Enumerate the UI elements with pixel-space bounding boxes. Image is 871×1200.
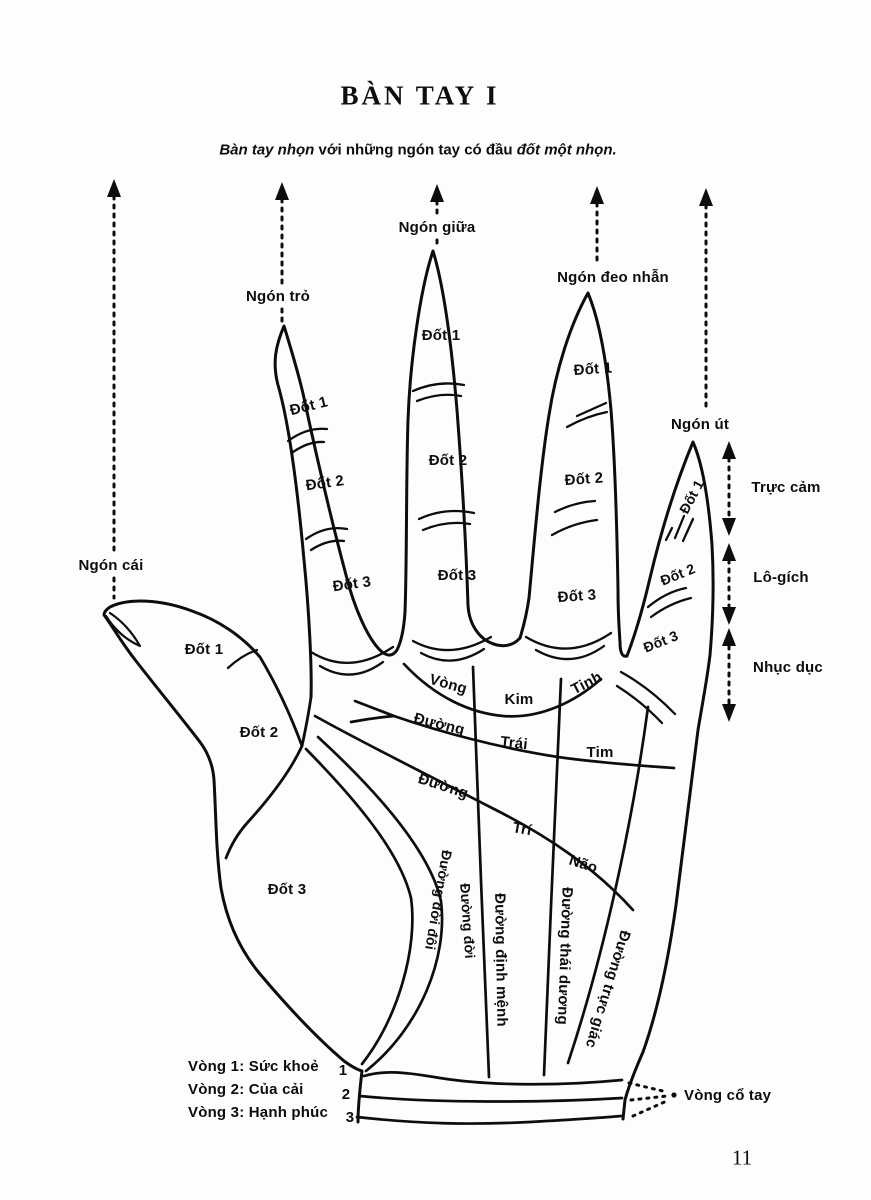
- head-line-word-2: Trí: [511, 819, 533, 840]
- palm-lines: [304, 662, 676, 1125]
- finger-arrows: [112, 194, 708, 600]
- fate-line-label: Đường định mệnh: [491, 893, 511, 1027]
- double-life-line: [304, 747, 414, 1066]
- bracelet-lines: [355, 1071, 624, 1125]
- page-number: 11: [731, 1145, 753, 1170]
- life-line: [316, 735, 444, 1073]
- middle-segment-1: Đốt 1: [421, 326, 461, 344]
- thumb-segment-1: Đốt 1: [184, 640, 224, 658]
- label-zone-logic: Lô-gích: [753, 568, 809, 586]
- heart-line-word-2: Trái: [499, 733, 529, 754]
- label-ring-finger: Ngón đeo nhẫn: [557, 268, 669, 286]
- ring-segment-1: Đốt 1: [573, 359, 613, 380]
- wrist-pointer-dot: [671, 1092, 677, 1098]
- wrist-line-label: Vòng cổ tay: [684, 1086, 772, 1104]
- middle-segment-2: Đốt 2: [428, 451, 468, 469]
- fate-line: [471, 665, 491, 1079]
- ring-segment-3: Đốt 3: [557, 586, 597, 607]
- label-little-finger: Ngón út: [670, 415, 730, 433]
- head-line: [313, 714, 635, 912]
- bracelet-3-number: 3: [345, 1108, 355, 1126]
- intuition-line: [566, 705, 650, 1065]
- finger-creases: [226, 382, 695, 725]
- label-zone-intuition: Trực cảm: [751, 478, 821, 496]
- girdle-of-venus-line: [402, 662, 603, 718]
- thumb-segment-3: Đốt 3: [267, 880, 307, 898]
- page-title: BÀN TAY I: [340, 80, 500, 111]
- label-zone-sensual: Nhục dục: [753, 658, 823, 676]
- sun-line-label: Đường thái dương: [553, 886, 576, 1026]
- heart-line-word-3: Tim: [586, 743, 614, 761]
- label-thumb: Ngón cái: [78, 556, 144, 574]
- figure-caption: Bàn tay nhọn với những ngón tay có đầu đ…: [219, 142, 616, 159]
- legend-row-2-label: Vòng 2: Của cải: [188, 1080, 304, 1098]
- middle-segment-3: Đốt 3: [437, 566, 477, 584]
- label-middle-finger: Ngón giữa: [398, 218, 476, 236]
- hand-outline: [102, 249, 715, 1124]
- zone-arrowheads: [722, 441, 736, 722]
- ring-segment-2: Đốt 2: [564, 469, 604, 490]
- wrist-pointer-dots: [627, 1081, 671, 1118]
- bracelet-1-number: 1: [338, 1061, 348, 1079]
- legend-row-1-label: Vòng 1: Sức khoẻ: [188, 1057, 319, 1075]
- finger-arrowheads: [107, 179, 713, 206]
- caption-part-1: Bàn tay nhọn: [219, 141, 315, 159]
- caption-part-3: đốt một nhọn.: [516, 141, 617, 159]
- legend-row-3-label: Vòng 3: Hạnh phúc: [188, 1103, 329, 1121]
- label-index-finger: Ngón trỏ: [245, 287, 311, 305]
- bracelet-2-number: 2: [341, 1085, 351, 1103]
- thumb-segment-2: Đốt 2: [239, 723, 279, 741]
- caption-part-2: với những ngón tay có đầu: [314, 141, 517, 159]
- sun-line: [542, 677, 563, 1077]
- girdle-word-2: Kim: [504, 690, 534, 708]
- thumb-nail: [104, 611, 142, 648]
